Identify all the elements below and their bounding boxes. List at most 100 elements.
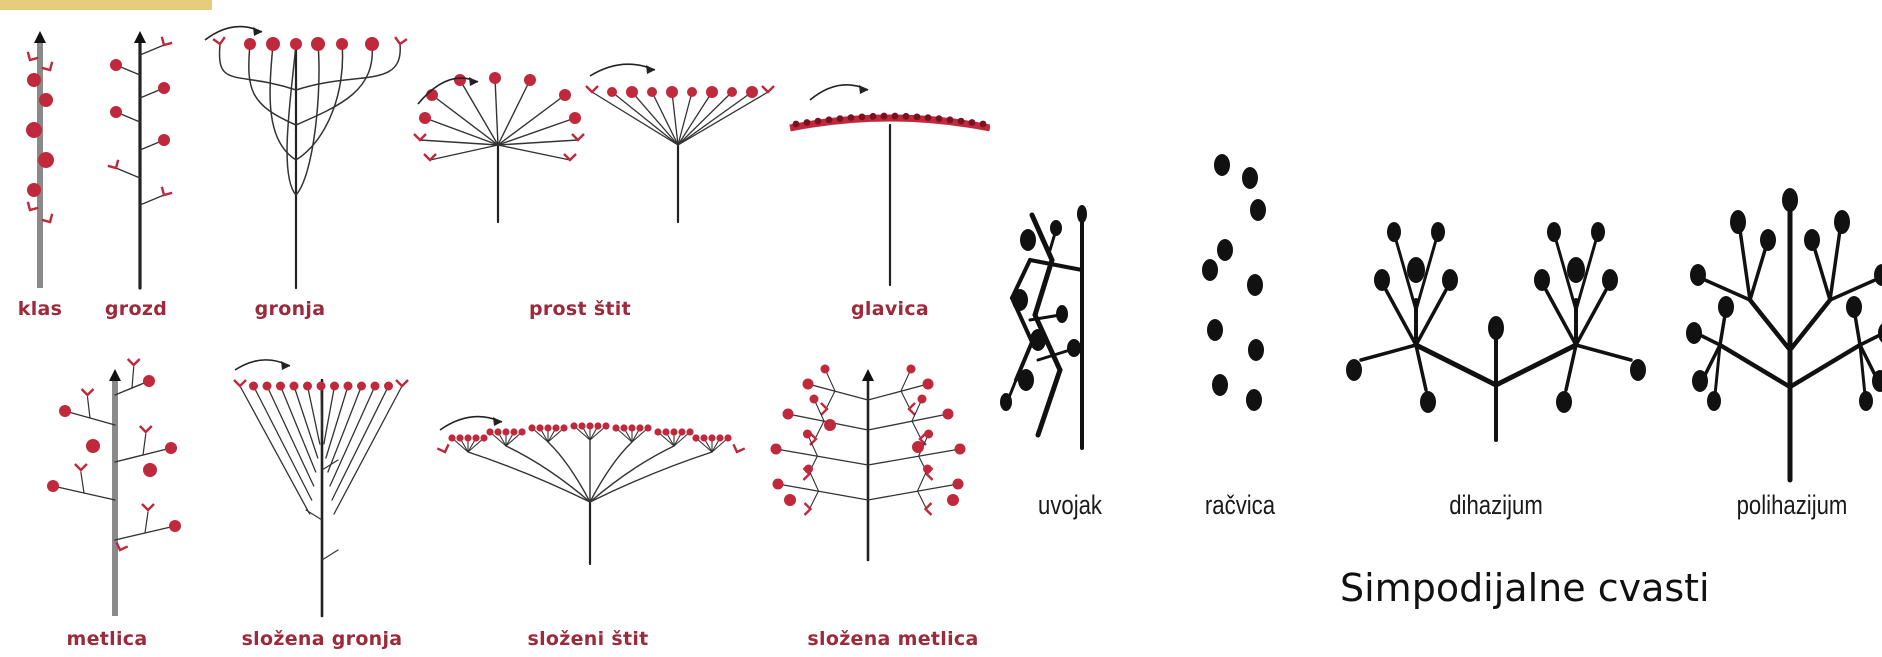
- apex-arrow: [34, 31, 46, 43]
- floret: [837, 115, 844, 122]
- flower-bud: [213, 37, 226, 45]
- stem-line: [827, 391, 835, 407]
- sympodial-flower: [1730, 210, 1746, 234]
- flower: [448, 434, 455, 441]
- flower: [330, 382, 339, 391]
- sympodial-flower: [1804, 229, 1820, 251]
- label-glavica: glavica: [851, 298, 929, 320]
- flower: [907, 365, 916, 374]
- sympodial-flower: [1878, 322, 1882, 344]
- flower: [158, 82, 170, 94]
- sympodial-branch: [1750, 300, 1790, 350]
- stem-line: [306, 510, 322, 520]
- flower: [317, 382, 326, 391]
- flower: [569, 112, 581, 124]
- sympodial-flower: [1000, 393, 1012, 411]
- flower: [628, 424, 635, 431]
- flower: [59, 405, 71, 417]
- flower: [266, 37, 280, 51]
- flower: [365, 37, 379, 51]
- flower: [602, 422, 609, 429]
- sympodial-flower: [1534, 269, 1550, 291]
- sympodial-flower: [1018, 369, 1034, 391]
- flower: [824, 419, 836, 431]
- sympodial-flower: [1630, 359, 1646, 381]
- stem-line: [132, 367, 134, 388]
- flower: [336, 38, 348, 50]
- flower-bud: [394, 37, 407, 45]
- sympodial-branch: [1700, 335, 1720, 345]
- flower-bud: [42, 62, 55, 73]
- bud-stroke: [414, 134, 426, 140]
- bud-stroke: [586, 86, 598, 92]
- sympodial-diagram: [990, 110, 1882, 550]
- flower: [464, 434, 471, 441]
- flower: [169, 520, 181, 532]
- flower: [311, 37, 325, 51]
- label-grozd: grozd: [105, 298, 167, 320]
- label-metlica: metlica: [67, 628, 148, 650]
- flower-bud: [140, 426, 152, 432]
- flower-bud: [586, 86, 598, 92]
- stem-line: [145, 512, 148, 533]
- flower: [746, 86, 758, 98]
- flower: [480, 434, 487, 441]
- floret: [859, 113, 866, 120]
- flower-bud: [909, 403, 915, 415]
- label-prost-stit: prost štit: [529, 298, 631, 320]
- floret: [958, 118, 965, 125]
- flower: [371, 382, 380, 391]
- flower: [454, 74, 466, 86]
- stem-curve: [220, 44, 296, 90]
- sympodial-flower: [1718, 296, 1734, 318]
- flower: [276, 382, 285, 391]
- bud-stroke: [75, 464, 87, 470]
- flowering-order-arrowhead: [859, 85, 868, 94]
- stem-line: [240, 386, 310, 514]
- flower: [263, 382, 272, 391]
- flower: [924, 430, 933, 439]
- bud-stroke: [82, 389, 94, 395]
- flowering-order-arrowhead: [281, 361, 290, 370]
- flower: [647, 87, 657, 97]
- bud-stroke: [572, 134, 584, 140]
- sympodial-branch: [1416, 345, 1496, 385]
- flower: [692, 434, 699, 441]
- flower-bud: [25, 202, 38, 213]
- flower: [524, 74, 536, 86]
- flower: [804, 465, 813, 474]
- flower: [620, 424, 627, 431]
- stem-line: [632, 92, 678, 145]
- stem-line: [430, 145, 498, 160]
- stem-curve: [590, 442, 632, 502]
- stem-line: [868, 414, 948, 430]
- sympodial-flower: [1707, 391, 1721, 411]
- flower-bud: [142, 504, 154, 510]
- stem-line: [672, 92, 678, 145]
- flower: [783, 409, 794, 420]
- sympodial-flower: [1420, 391, 1436, 413]
- sympodial-flower: [1248, 339, 1264, 361]
- stem-line: [816, 421, 824, 437]
- label-slozena-metlica: složena metlica: [807, 628, 978, 650]
- flower: [143, 463, 157, 477]
- sympodial-branch: [1790, 345, 1860, 387]
- sympodial-flower: [1346, 359, 1362, 381]
- flower: [158, 134, 170, 146]
- sympodial-branch: [1830, 230, 1840, 300]
- flower-bud: [42, 214, 55, 225]
- flower: [486, 428, 493, 435]
- bud-stroke: [25, 202, 38, 213]
- flower: [918, 395, 927, 404]
- stem-line: [330, 386, 375, 486]
- stem-line: [308, 386, 320, 444]
- flower: [612, 424, 619, 431]
- stem-line: [81, 472, 84, 493]
- flower-bud: [75, 464, 87, 470]
- stem-curve: [296, 44, 372, 125]
- flower: [510, 428, 517, 435]
- apex-arrow: [862, 369, 874, 381]
- bud-stroke: [42, 214, 55, 225]
- sympodial-branch: [1361, 345, 1416, 360]
- bud-stroke: [42, 62, 55, 73]
